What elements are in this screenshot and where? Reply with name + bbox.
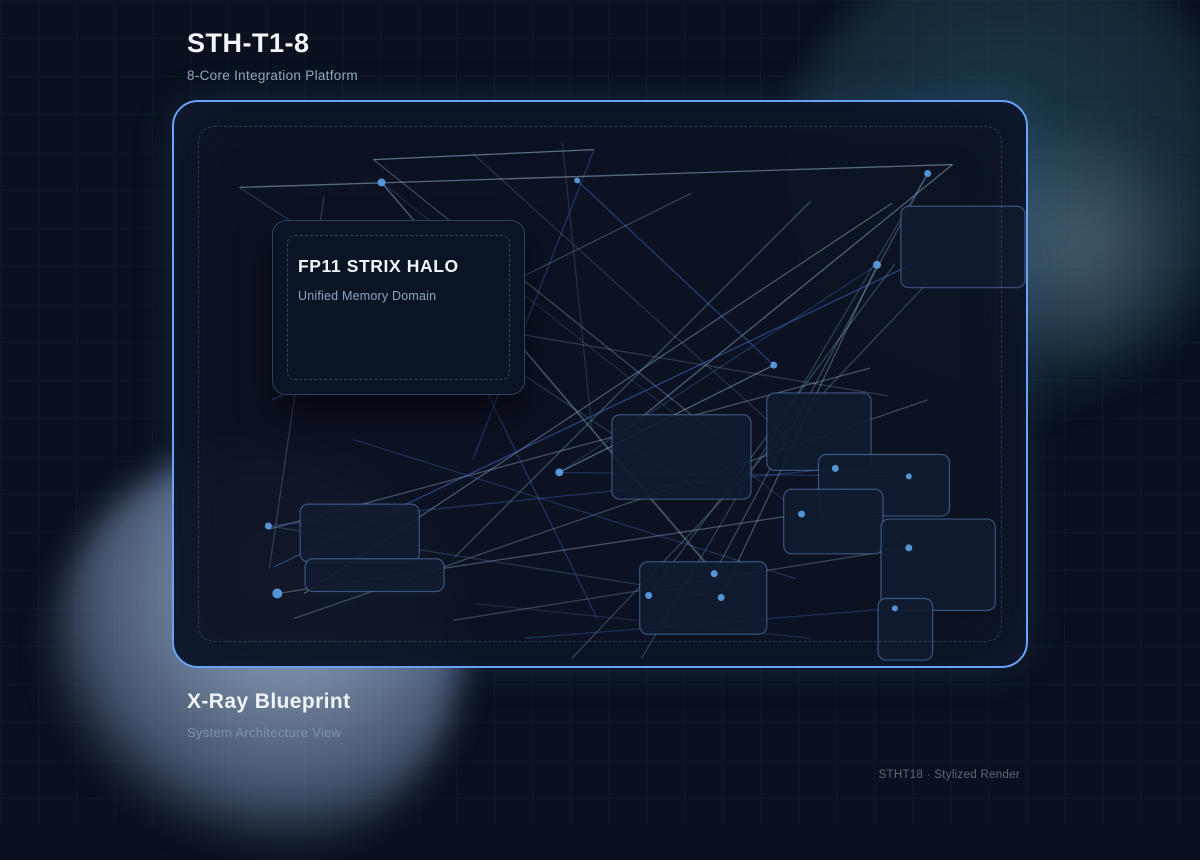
trace-line [373, 159, 717, 436]
chip-dashed-border: FP11 STRIX HALO Unified Memory Domain [287, 235, 510, 380]
trace-line [561, 141, 593, 430]
module-box [900, 205, 1026, 289]
node-dot [905, 544, 913, 552]
blueprint-panel: FP11 STRIX HALO Unified Memory Domain [172, 100, 1028, 668]
trace-line [239, 163, 953, 189]
node-dot [924, 170, 932, 177]
footer-title: X-Ray Blueprint [187, 690, 351, 713]
trace-line [576, 179, 775, 366]
node-dot [264, 522, 272, 530]
node-dot [798, 510, 806, 518]
trace-line [472, 149, 595, 460]
node-dot [574, 177, 581, 184]
trace-line [623, 164, 953, 433]
page-subtitle: 8-Core Integration Platform [187, 68, 358, 83]
chip-title: FP11 STRIX HALO [298, 256, 459, 276]
node-dot [831, 464, 839, 472]
node-dot [377, 178, 386, 187]
module-box [611, 414, 752, 500]
page-title: STH-T1-8 [187, 28, 310, 58]
trace-line [454, 200, 811, 558]
chip-fp11-card: FP11 STRIX HALO Unified Memory Domain [272, 220, 525, 395]
module-box [783, 488, 884, 555]
node-dot [710, 570, 718, 578]
node-dot [555, 468, 564, 477]
header: STH-T1-8 8-Core Integration Platform [187, 28, 358, 83]
node-dot [717, 594, 725, 601]
node-dot [770, 361, 778, 369]
footer-subtitle: System Architecture View [187, 725, 342, 740]
module-box [304, 558, 445, 593]
module-box [877, 597, 934, 661]
module-box [299, 503, 420, 563]
node-dot [645, 592, 653, 599]
footer: X-Ray Blueprint System Architecture View [187, 690, 351, 740]
node-dot [905, 473, 912, 480]
chip-subtitle: Unified Memory Domain [298, 289, 437, 303]
watermark: STHT18 · Stylized Render [878, 769, 1020, 781]
trace-line [373, 149, 595, 161]
node-dot [272, 588, 283, 599]
node-dot [873, 260, 882, 269]
module-box [880, 518, 996, 611]
node-dot [891, 605, 898, 612]
module-box [639, 561, 768, 635]
